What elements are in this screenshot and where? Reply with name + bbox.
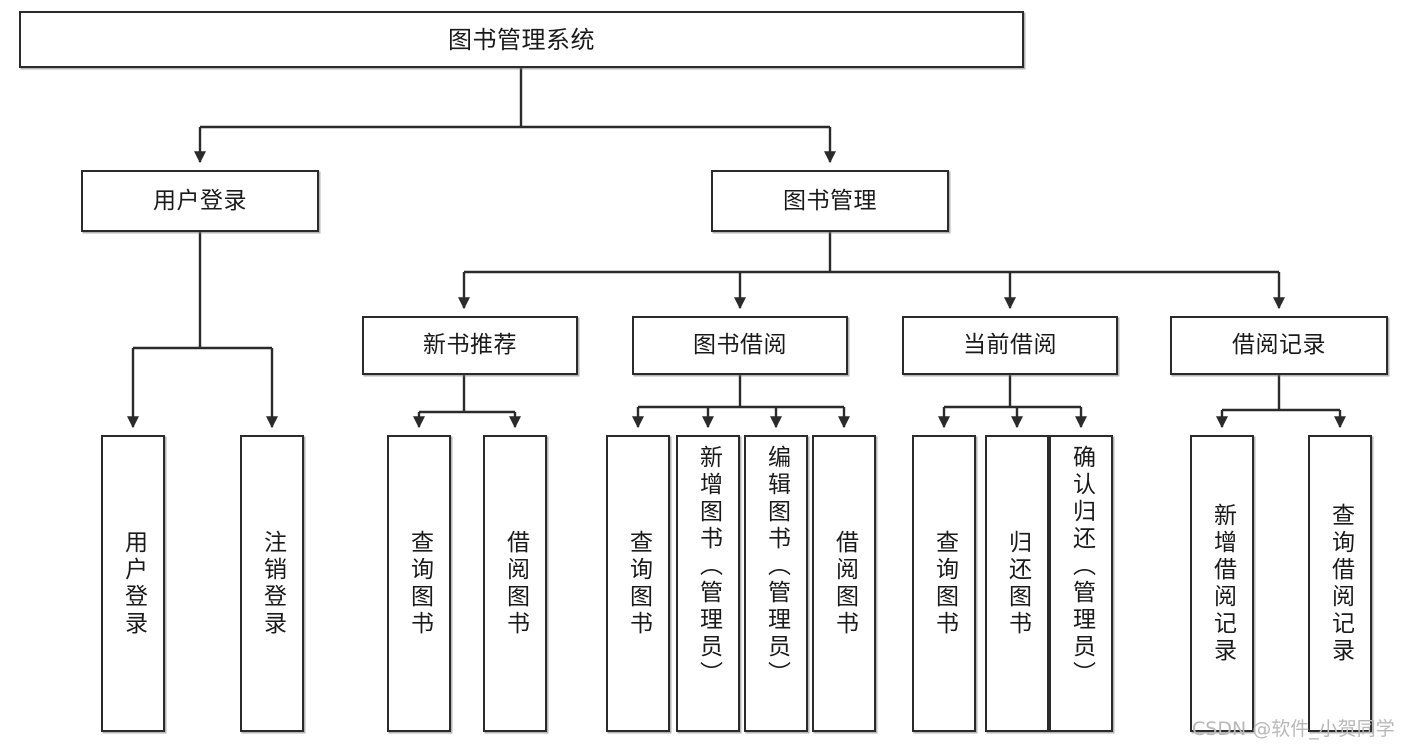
node-label: 归还图书 (1004, 529, 1031, 638)
node-leaf-query-book-borrowing[interactable]: 查询图书 (606, 435, 670, 732)
node-label: 注销登录 (259, 529, 286, 638)
node-label: 借阅记录 (1232, 332, 1326, 358)
node-current-borrowing[interactable]: 当前借阅 (902, 316, 1118, 375)
watermark-text: CSDN @软件_小贺同学 (1192, 718, 1395, 740)
node-label: 图书管理 (783, 187, 877, 214)
node-label: 编辑图书（管理员） (763, 445, 790, 688)
node-label: 用户登录 (153, 187, 247, 214)
node-new-book-recommendation[interactable]: 新书推荐 (362, 316, 578, 375)
node-book-borrowing[interactable]: 图书借阅 (632, 316, 848, 375)
node-book-management[interactable]: 图书管理 (711, 170, 949, 232)
node-leaf-borrow-book-newbook[interactable]: 借阅图书 (483, 435, 547, 732)
node-label: 新增借阅记录 (1209, 502, 1236, 665)
node-label: 借阅图书 (831, 529, 858, 638)
node-leaf-return-book[interactable]: 归还图书 (985, 435, 1049, 732)
node-leaf-query-book-newbook[interactable]: 查询图书 (387, 435, 451, 732)
node-borrowing-record[interactable]: 借阅记录 (1170, 316, 1388, 375)
node-leaf-edit-book-admin[interactable]: 编辑图书（管理员） (744, 435, 808, 732)
node-label: 新书推荐 (423, 332, 517, 358)
node-label: 查询图书 (931, 529, 958, 638)
node-leaf-logout[interactable]: 注销登录 (240, 435, 304, 732)
node-label: 图书借阅 (693, 332, 787, 358)
node-label: 借阅图书 (502, 529, 529, 638)
node-label: 查询图书 (406, 529, 433, 638)
node-label: 查询借阅记录 (1327, 502, 1354, 665)
node-user-login[interactable]: 用户登录 (81, 170, 319, 232)
node-leaf-add-book-admin[interactable]: 新增图书（管理员） (676, 435, 740, 732)
node-label: 用户登录 (120, 529, 147, 638)
node-leaf-add-borrowing-record[interactable]: 新增借阅记录 (1190, 435, 1254, 732)
node-leaf-user-login[interactable]: 用户登录 (101, 435, 165, 732)
node-label: 图书管理系统 (448, 25, 595, 54)
node-leaf-query-book-current[interactable]: 查询图书 (912, 435, 976, 732)
node-root-book-management-system[interactable]: 图书管理系统 (19, 11, 1024, 68)
node-label: 当前借阅 (963, 332, 1057, 358)
node-label: 新增图书（管理员） (695, 445, 722, 688)
node-leaf-query-borrowing-record[interactable]: 查询借阅记录 (1308, 435, 1372, 732)
node-label: 确认归还（管理员） (1068, 445, 1095, 688)
node-label: 查询图书 (625, 529, 652, 638)
node-leaf-borrow-book-borrowing[interactable]: 借阅图书 (812, 435, 876, 732)
node-leaf-confirm-return-admin[interactable]: 确认归还（管理员） (1049, 435, 1113, 732)
